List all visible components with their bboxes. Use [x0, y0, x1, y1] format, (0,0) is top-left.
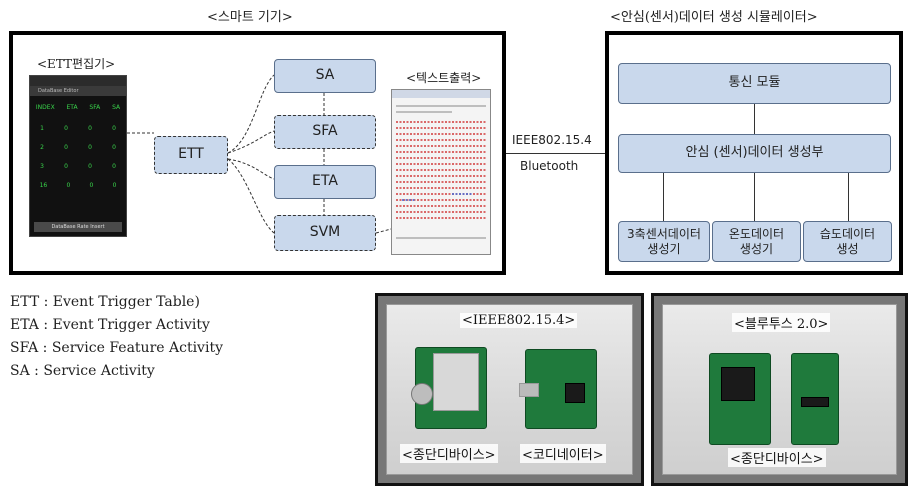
smart-device-panel: <ETT편집기> DataBase Editor INDEX ETA SFA S…	[9, 31, 506, 275]
phone-row: 2 0 0 0	[30, 138, 126, 157]
link-line	[506, 153, 607, 154]
node-svm: SVM	[274, 215, 376, 251]
bt-module-chip	[721, 367, 755, 401]
humidity-generator-box: 습도데이터 생성	[803, 221, 892, 262]
phone-cell: 0	[112, 144, 116, 151]
phone-cell: 16	[39, 182, 48, 189]
phone-cell: 2	[40, 144, 44, 151]
phone-app-name: DataBase Editor	[30, 86, 126, 96]
bt-header-pins	[801, 397, 829, 407]
generator-to-temp-line	[754, 173, 755, 221]
bt-photo-title: <블루투스 2.0>	[732, 313, 831, 332]
phone-col-sa: SA	[112, 104, 121, 111]
link-protocol-label: IEEE802.15.4	[512, 133, 592, 147]
node-sa: SA	[274, 59, 376, 93]
ieee-end-device-label: <종단디바이스>	[400, 444, 498, 463]
node-eta: ETA	[274, 165, 376, 199]
generator-to-accel-line	[663, 173, 664, 221]
legend-item: SFA : Service Feature Activity	[10, 340, 223, 356]
phone-row: 16 0 0 0	[30, 176, 126, 195]
text-output-content	[396, 105, 486, 239]
ett-editor-phone: DataBase Editor INDEX ETA SFA SA 1 0 0 0…	[29, 75, 127, 237]
phone-cell: 0	[112, 182, 117, 189]
legend-item: SA : Service Activity	[10, 363, 155, 379]
phone-cell: 0	[112, 125, 116, 132]
simulator-title: <안심(센서)데이터 생성 시뮬레이터>	[610, 10, 818, 25]
legend-item: ETA : Event Trigger Activity	[10, 317, 210, 333]
phone-table-header: INDEX ETA SFA SA	[30, 96, 126, 119]
phone-row: 3 0 0 0	[30, 157, 126, 176]
phone-cell: 0	[88, 125, 92, 132]
phone-insert-button[interactable]: DataBase Rate Insert	[34, 222, 122, 232]
phone-cell: 0	[88, 144, 92, 151]
phone-cell: 0	[64, 163, 68, 170]
ieee-photo-panel: <IEEE802.15.4> <종단디바이스> <코디네이터>	[375, 293, 644, 486]
smart-device-title: <스마트 기기>	[207, 10, 293, 25]
bt-photo-panel: <블루투스 2.0> <종단디바이스>	[651, 293, 908, 486]
ett-connector-lines	[127, 74, 392, 234]
legend-item: ETT : Event Trigger Table)	[10, 294, 200, 310]
ieee-usb-port	[519, 383, 539, 397]
generator-to-humidity-line	[848, 173, 849, 221]
ieee-coordinator-chip	[565, 383, 585, 403]
phone-cell: 0	[89, 182, 94, 189]
ieee-radio-module	[433, 353, 479, 411]
comm-to-generator-line	[754, 104, 755, 134]
phone-col-index: INDEX	[35, 104, 55, 111]
phone-cell: 0	[64, 125, 68, 132]
bt-end-device-label: <종단디바이스>	[728, 448, 826, 467]
legend: ETT : Event Trigger Table) ETA : Event T…	[10, 291, 223, 383]
ett-editor-title: <ETT편집기>	[37, 57, 116, 71]
phone-col-eta: ETA	[66, 104, 78, 111]
phone-row: 1 0 0 0	[30, 119, 126, 138]
bt-photo	[662, 304, 897, 475]
accel-generator-box: 3축센서데이터 생성기	[618, 221, 710, 262]
node-sfa: SFA	[274, 115, 376, 149]
phone-cell: 0	[88, 163, 92, 170]
text-output-title: <텍스트출력>	[406, 71, 482, 85]
phone-cell: 0	[112, 163, 116, 170]
comm-module-box: 통신 모듈	[618, 63, 891, 104]
ieee-battery	[411, 383, 433, 405]
phone-cell: 0	[64, 144, 68, 151]
data-generator-box: 안심 (센서)데이터 생성부	[618, 134, 891, 173]
ieee-photo-title: <IEEE802.15.4>	[460, 313, 578, 328]
node-ett: ETT	[154, 136, 228, 174]
simulator-panel: 통신 모듈 안심 (센서)데이터 생성부 3축센서데이터 생성기 온도데이터 생…	[605, 31, 903, 275]
link-bluetooth-label: Bluetooth	[520, 159, 579, 173]
phone-cell: 0	[66, 182, 71, 189]
temp-generator-box: 온도데이터 생성기	[712, 221, 801, 262]
phone-col-sfa: SFA	[89, 104, 101, 111]
text-output-window	[391, 89, 491, 255]
phone-cell: 1	[40, 125, 44, 132]
ieee-coordinator-label: <코디네이터>	[520, 444, 606, 463]
phone-status-bar	[30, 76, 126, 86]
phone-cell: 3	[40, 163, 44, 170]
